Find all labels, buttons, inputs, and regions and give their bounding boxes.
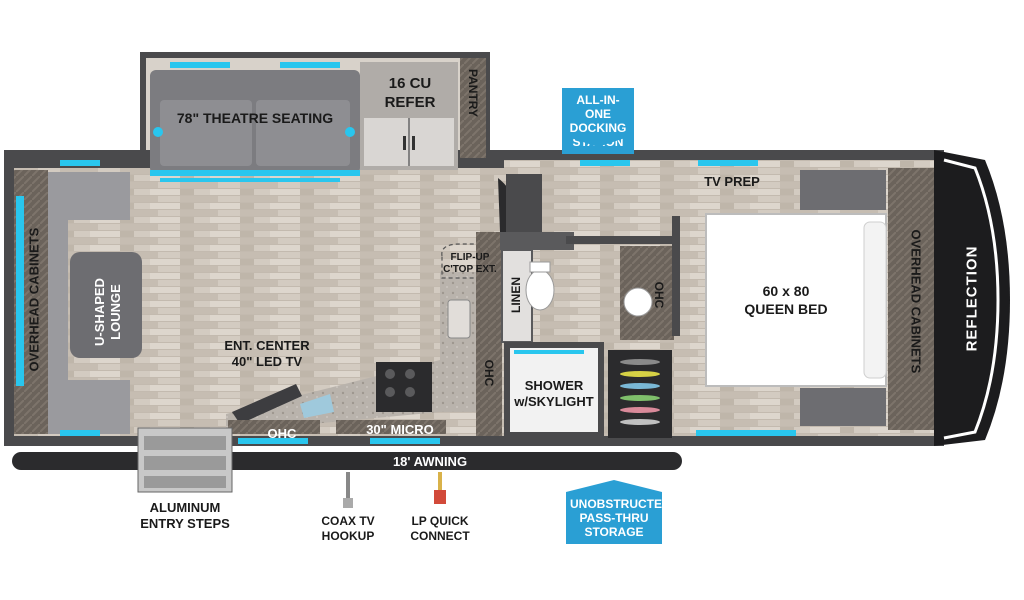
awning-label: 18' AWNING — [392, 454, 468, 469]
storage-callout: UNOBSTRUCTED PASS-THRU STORAGE — [566, 492, 671, 544]
bed-shelf-top — [800, 170, 886, 210]
front-cap-trim — [943, 158, 1000, 440]
lp-connector — [438, 472, 442, 494]
ent-center-label: ENT. CENTER 40" LED TV — [224, 338, 310, 369]
shower-label: SHOWER w/SKYLIGHT — [514, 378, 594, 409]
docking-station-arrow — [562, 135, 634, 147]
u-lounge-label: U-SHAPED LOUNGE — [92, 278, 123, 346]
awning-bar — [12, 452, 682, 470]
coax-connector — [346, 472, 350, 502]
tv-prep-label: TV PREP — [704, 174, 760, 189]
refer-label: 16 CU REFER — [384, 75, 436, 111]
theatre-seating-label: 78" THEATRE SEATING — [176, 110, 334, 126]
ohc-bottom-label: OHC — [267, 426, 297, 441]
toilet — [525, 269, 555, 311]
entry-steps-label: ALUMINUM ENTRY STEPS — [140, 500, 230, 531]
flip-up-label: FLIP-UP C'TOP EXT. — [443, 252, 497, 275]
queen-bed-label: 60 x 80 QUEEN BED — [744, 283, 828, 317]
ohc-bath-label: OHC — [652, 281, 666, 309]
overhead-cabinets-left-label: OVERHEAD CABINETS — [26, 227, 42, 372]
bed-shelf-bottom — [800, 388, 886, 426]
kitchen-counter — [440, 272, 476, 412]
brand-label: REFLECTION — [963, 245, 981, 352]
coax-label: COAX TV HOOKUP — [321, 514, 375, 543]
lp-quick-label: LP QUICK CONNECT — [410, 514, 470, 543]
tv-shape — [232, 384, 302, 424]
pantry-label: PANTRY — [466, 69, 480, 117]
pantry-shape — [460, 58, 486, 158]
storage-arrow — [566, 480, 662, 492]
u-lounge-shape — [48, 172, 130, 434]
overhead-cabinets-right — [888, 168, 934, 430]
bath-sink — [623, 287, 653, 317]
linen-label: LINEN — [509, 277, 523, 313]
micro-label: 30" MICRO — [366, 422, 434, 437]
ohc-kitchen-label: OHC — [482, 359, 496, 387]
stove — [376, 362, 432, 412]
overhead-cabinets-right-label: OVERHEAD CABINETS — [908, 229, 924, 374]
queen-bed-shape — [705, 213, 887, 387]
